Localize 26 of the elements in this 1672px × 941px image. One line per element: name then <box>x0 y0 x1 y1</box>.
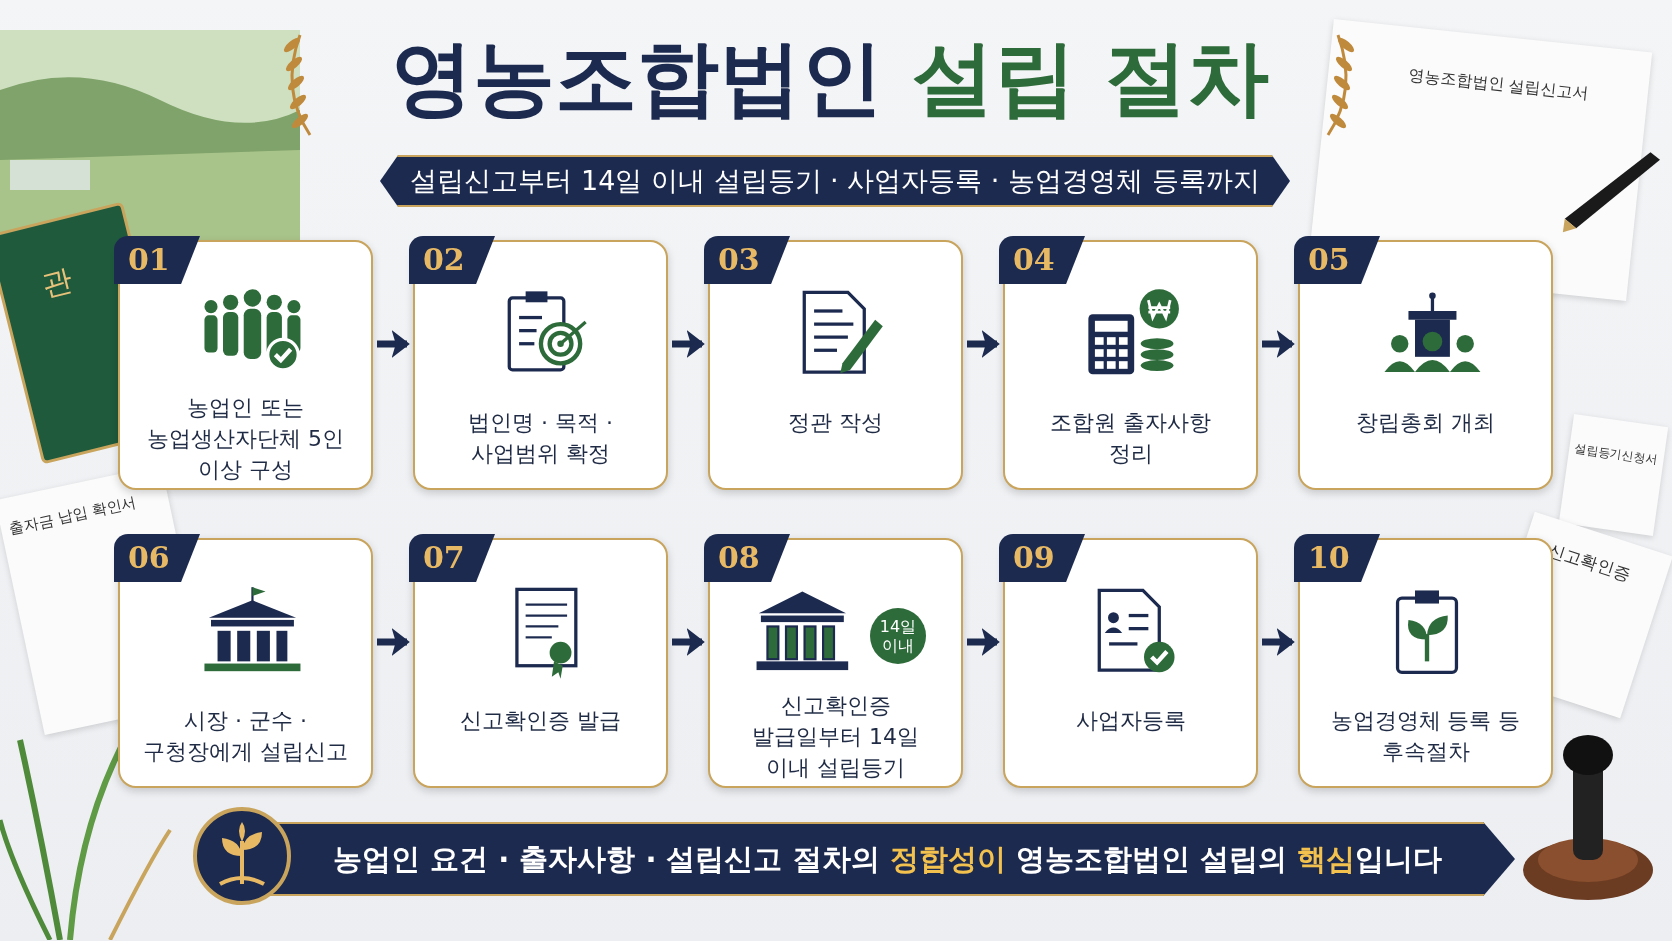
step-description: 법인명 · 목적 · 사업범위 확정 <box>467 409 614 468</box>
conclusion-text: 농업인 요건 · 출자사항 · 설립신고 절차의 정합성이 영농조합법인 설립의 핵심입니다 <box>332 841 1443 878</box>
step-description: 농업인 또는 농업생산자단체 5인 이상 구성 <box>146 394 345 484</box>
step-description: 시장 · 군수 · 구청장에게 설립신고 <box>142 707 349 766</box>
step-number-badge: 09 <box>999 534 1085 582</box>
step-number-badge: 03 <box>704 236 790 284</box>
step-description: 조합원 출자사항 정리 <box>1049 409 1212 468</box>
subtitle-banner: 설립신고부터 14일 이내 설립등기 · 사업자등록 · 농업경영체 등록까지 <box>380 155 1290 207</box>
step-number-badge: 06 <box>114 534 200 582</box>
document-title: 영농조합법인 설립신고서 <box>1407 65 1590 105</box>
step-number-badge: 01 <box>114 236 200 284</box>
step-description: 정관 작성 <box>787 409 884 437</box>
step-description: 농업경영체 등록 등 후속절차 <box>1329 707 1522 766</box>
step-number-badge: 10 <box>1294 534 1380 582</box>
step-number-badge: 08 <box>704 534 790 582</box>
step-number-badge: 07 <box>409 534 495 582</box>
step-description: 신고확인증 발급 <box>459 707 622 735</box>
step-description: 사업자등록 <box>1074 707 1187 735</box>
step-number-badge: 05 <box>1294 236 1380 284</box>
step-number-badge: 02 <box>409 236 495 284</box>
book-title: 관 <box>37 260 77 305</box>
step-description: 신고확인증 발급일부터 14일 이내 설립등기 <box>751 692 920 782</box>
step-description: 창립총회 개최 <box>1355 409 1496 437</box>
title: 영농조합법인 설립 절차 <box>390 29 1270 127</box>
deadline-badge: 14일 이내 <box>870 608 926 664</box>
step-number-badge: 04 <box>999 236 1085 284</box>
